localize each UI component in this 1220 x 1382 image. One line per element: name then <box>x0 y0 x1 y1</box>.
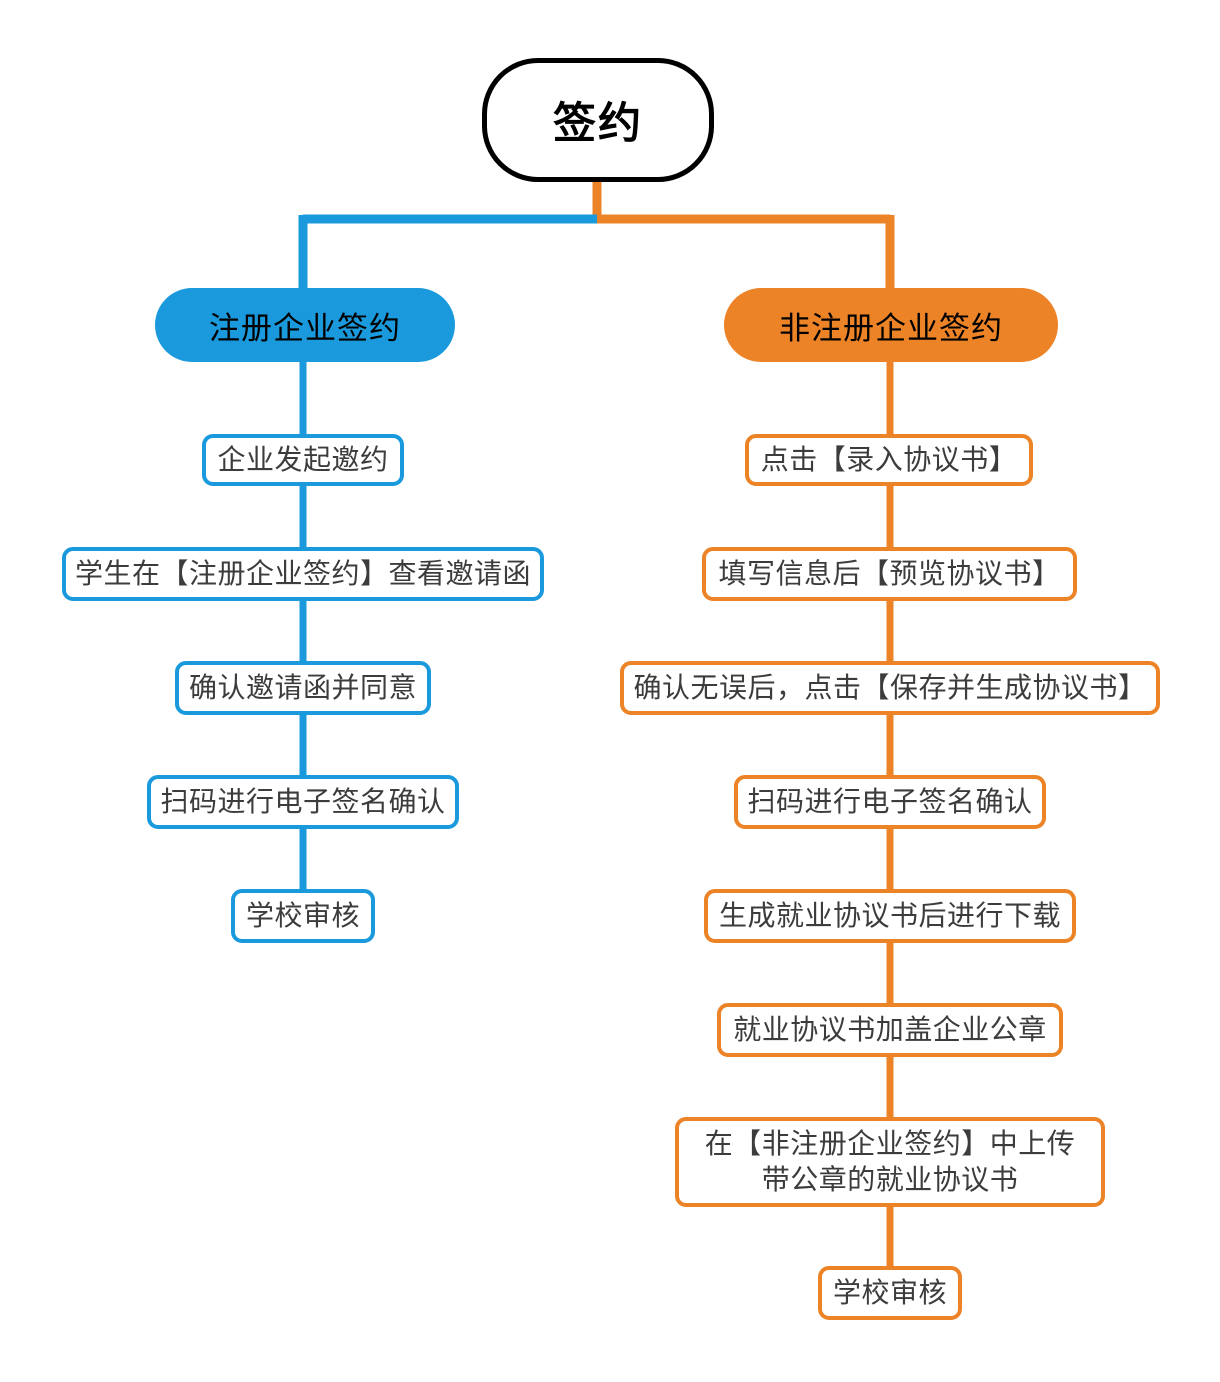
step-unregistered-2[interactable]: 填写信息后【预览协议书】 <box>702 547 1077 601</box>
step-registered-4[interactable]: 扫码进行电子签名确认 <box>147 775 459 829</box>
step-unregistered-3[interactable]: 确认无误后，点击【保存并生成协议书】 <box>620 661 1160 715</box>
step-registered-1[interactable]: 企业发起邀约 <box>202 434 404 486</box>
step-unregistered-8[interactable]: 学校审核 <box>818 1266 962 1320</box>
branch-header-unregistered[interactable]: 非注册企业签约 <box>724 288 1058 362</box>
step-registered-5[interactable]: 学校审核 <box>231 889 375 943</box>
branch-header-registered[interactable]: 注册企业签约 <box>155 288 455 362</box>
root-node[interactable]: 签约 <box>482 58 714 182</box>
step-registered-2[interactable]: 学生在【注册企业签约】查看邀请函 <box>62 547 544 601</box>
step-unregistered-4[interactable]: 扫码进行电子签名确认 <box>734 775 1046 829</box>
step-unregistered-6[interactable]: 就业协议书加盖企业公章 <box>717 1003 1063 1057</box>
step-unregistered-7[interactable]: 在【非注册企业签约】中上传 带公章的就业协议书 <box>675 1117 1105 1207</box>
step-unregistered-1[interactable]: 点击【录入协议书】 <box>745 434 1033 486</box>
step-registered-3[interactable]: 确认邀请函并同意 <box>175 661 431 715</box>
step-unregistered-5[interactable]: 生成就业协议书后进行下载 <box>704 889 1076 943</box>
